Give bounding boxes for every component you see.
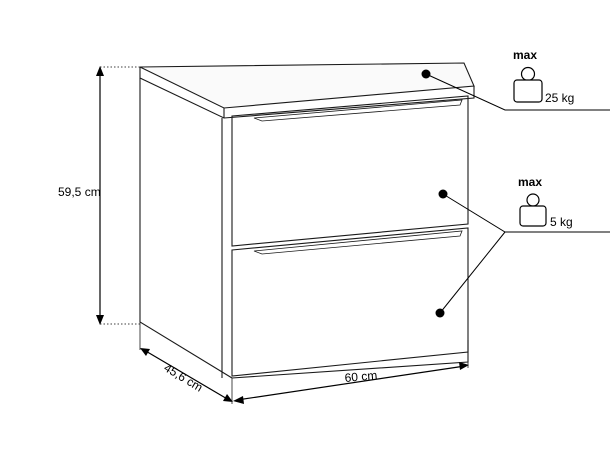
- top-max-label: max: [513, 48, 537, 62]
- height-dimension: 59,5 cm: [58, 66, 140, 325]
- drawer-lower-handle: [253, 230, 463, 255]
- top-load-indicator: max 25 kg: [421, 48, 610, 111]
- drawer-upper-handle: [253, 99, 463, 122]
- width-label: 60 cm: [344, 368, 378, 385]
- height-label: 59,5 cm: [58, 185, 101, 199]
- width-dimension: 60 cm: [233, 362, 469, 404]
- weight-icon: [519, 193, 547, 227]
- drawer-lower: [231, 227, 469, 377]
- cabinet: [139, 62, 475, 379]
- depth-label: 45,6 cm: [161, 361, 205, 395]
- drawer-load-indicator: max 5 kg: [435, 175, 610, 318]
- drawer-upper: [231, 95, 469, 247]
- weight-icon: [513, 66, 543, 103]
- drawer-weight-label: 5 kg: [550, 215, 573, 229]
- top-weight-label: 25 kg: [545, 91, 574, 105]
- cabinet-side: [139, 78, 233, 379]
- drawer-max-label: max: [518, 175, 542, 189]
- depth-dimension: 45,6 cm: [139, 322, 233, 404]
